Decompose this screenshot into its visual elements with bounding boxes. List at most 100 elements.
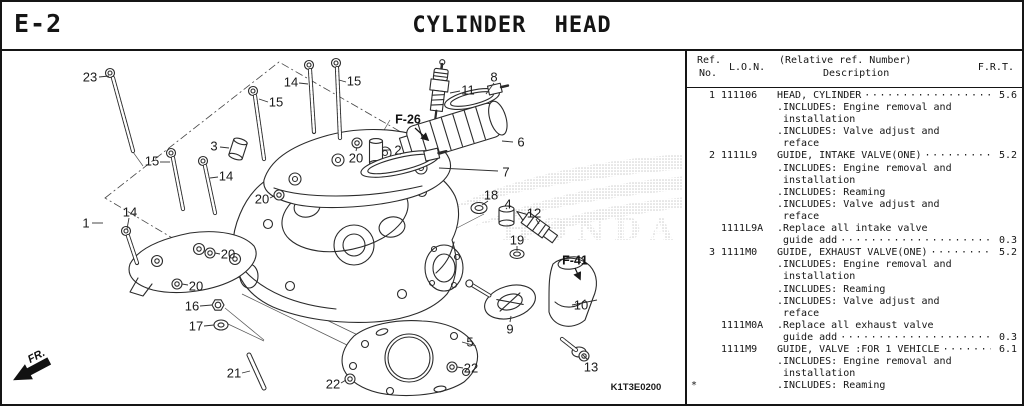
frt-cell: [991, 175, 1022, 187]
description-cell: reface: [783, 138, 820, 150]
footnote-marker: [691, 102, 700, 114]
tappet-cap-art: [465, 279, 536, 320]
part-ref-label: 15: [347, 74, 361, 89]
col-header-lon: L.O.N.: [729, 62, 766, 73]
footnote-marker: *: [691, 380, 698, 392]
lon-cell: [721, 308, 769, 320]
dots-leader: ········································…: [930, 247, 991, 259]
leader-line: [241, 370, 251, 374]
lon-cell: [721, 259, 769, 271]
description-cell: .INCLUDES: Valve adjust and: [777, 126, 940, 138]
description-cell: .Replace all exhaust valve: [777, 319, 934, 331]
ref-no-cell: [700, 284, 715, 296]
leader-line: [209, 176, 219, 179]
dots-leader: [952, 102, 991, 114]
description-cell: .INCLUDES: Engine removal and: [777, 259, 952, 271]
lon-cell: [721, 284, 769, 296]
lon-cell: [721, 126, 769, 138]
col-header-ref: Ref.: [697, 55, 722, 66]
ref-no-cell: [700, 259, 715, 271]
leader-line: [126, 217, 130, 230]
part-ref-label: 14: [123, 205, 137, 220]
ref-no-cell: [700, 296, 715, 308]
leader-line: [258, 98, 269, 103]
ref-no-cell: [700, 114, 715, 126]
description-cell: installation: [783, 368, 856, 380]
dots-leader: [940, 296, 991, 308]
frame-ref-label[interactable]: F-41: [562, 254, 588, 268]
table-header: Ref. No. L.O.N. (Relative ref. Number) D…: [687, 51, 1022, 88]
frt-cell: [991, 114, 1022, 126]
description-cell: .INCLUDES: Reaming: [777, 283, 886, 295]
frame-ref-arrow: [414, 127, 430, 142]
frt-cell: [991, 211, 1022, 223]
fr-direction-arrow: FR.: [13, 347, 52, 381]
description-cell: installation: [783, 114, 856, 126]
dots-leader: ········································…: [840, 331, 991, 343]
part-ref-label: 9: [506, 322, 513, 337]
part-ref-label: 20: [349, 151, 363, 166]
col-header-frt: F.R.T.: [977, 62, 1014, 73]
part-ref-label: 19: [510, 233, 524, 248]
page-title: CYLINDER HEAD: [412, 13, 612, 38]
part-ref-label: 23: [83, 70, 97, 85]
table-line: guide add·······························…: [691, 332, 1022, 344]
section-code: E-2: [14, 9, 63, 38]
footnote-marker: [691, 247, 700, 259]
ref-no-cell: [700, 271, 715, 283]
tube-boot-art: [398, 100, 508, 161]
frt-cell: [991, 163, 1022, 175]
table-line: installation: [691, 114, 1022, 126]
dots-leader: [855, 271, 991, 283]
table-line: .INCLUDES: Reaming: [691, 284, 1022, 296]
frt-cell: [991, 320, 1022, 332]
description-cell: installation: [783, 174, 856, 186]
dots-leader: [855, 114, 991, 126]
ref-no-cell: [700, 380, 715, 392]
description-cell: installation: [783, 271, 856, 283]
part-ref-label: 12: [527, 206, 541, 221]
rocker-bracket-art: [128, 231, 257, 297]
part-ref-label: 6: [517, 135, 524, 150]
part-ref-label: 2: [394, 143, 401, 158]
frt-cell: [991, 356, 1022, 368]
description-cell: .INCLUDES: Reaming: [777, 186, 886, 198]
leader-line: [340, 379, 347, 384]
leader-line: [214, 252, 221, 255]
part-ref-label: 20: [255, 192, 269, 207]
small-fastener-art: [171, 137, 458, 385]
leader-line: [582, 354, 589, 361]
part-ref-label: 20: [221, 247, 235, 262]
ref-no-cell: [700, 163, 715, 175]
part-ref-label: 11: [461, 83, 475, 98]
part-ref-label: 7: [502, 165, 509, 180]
footnote-marker: [691, 211, 700, 223]
table-line: .INCLUDES: Engine removal and: [691, 259, 1022, 271]
lon-cell: [721, 163, 769, 175]
lon-cell: [721, 187, 769, 199]
frt-cell: [991, 271, 1022, 283]
part-ref-label: 14: [284, 75, 298, 90]
lon-cell: 111106: [721, 90, 758, 101]
frt-cell: [991, 187, 1022, 199]
leader-line: [509, 315, 512, 323]
leader-line: [501, 140, 514, 143]
table-line: .INCLUDES: Reaming: [691, 187, 1022, 199]
table-line: .INCLUDES: Engine removal and: [691, 102, 1022, 114]
leader-line: [505, 207, 508, 210]
leader-line: [456, 366, 464, 369]
leader-line: [269, 195, 275, 199]
footnote-marker: [691, 175, 700, 187]
footnote-marker: [691, 284, 700, 296]
frame-ref-label[interactable]: F-26: [395, 113, 421, 127]
ref-no-cell: [700, 211, 715, 223]
col-header-relative-ref: (Relative ref. Number): [779, 55, 912, 66]
dots-leader: [940, 126, 991, 138]
ref-no-cell: 2: [708, 150, 715, 162]
table-line: .INCLUDES: Engine removal and: [691, 356, 1022, 368]
group-boundary-dashdot: [104, 61, 435, 291]
lon-cell: 1111L9: [721, 150, 758, 162]
description-cell: .INCLUDES: Engine removal and: [777, 162, 952, 174]
table-line: 1111L9A.Replace all intake valve: [691, 223, 1022, 235]
leader-line: [481, 200, 489, 206]
